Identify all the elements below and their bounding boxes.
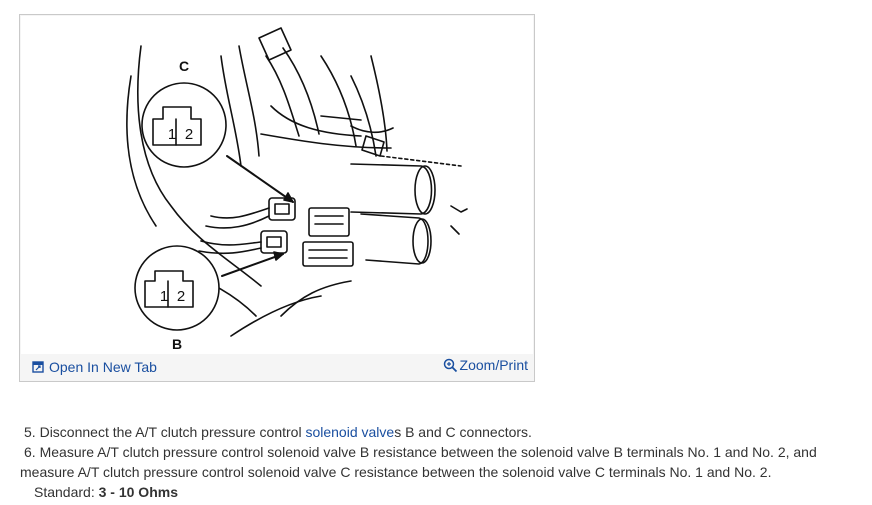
step-5-text-before: Disconnect the A/T clutch pressure contr…: [39, 424, 302, 440]
figure-container: C 1 2 B 1 2 Open In New Tab Zoom/Print: [19, 14, 535, 382]
figure-toolbar: Open In New Tab Zoom/Print: [20, 353, 534, 381]
instructions: 5. Disconnect the A/T clutch pressure co…: [20, 422, 860, 502]
zoom-print-link[interactable]: Zoom/Print: [443, 357, 528, 373]
open-in-new-tab-label: Open In New Tab: [49, 359, 157, 375]
standard-value: 3 - 10 Ohms: [98, 484, 178, 500]
step-5: 5. Disconnect the A/T clutch pressure co…: [20, 422, 860, 442]
zoom-print-label: Zoom/Print: [459, 357, 528, 373]
connector-b-pin-1: 1: [160, 288, 168, 305]
step-5-text-after: s B and C connectors.: [394, 424, 532, 440]
open-new-tab-icon: [32, 361, 44, 373]
label-b: B: [172, 336, 182, 352]
connector-b-pin-2: 2: [177, 288, 185, 305]
solenoid-valve-link[interactable]: solenoid valve: [305, 424, 395, 440]
step-6: 6. Measure A/T clutch pressure control s…: [20, 442, 860, 482]
open-in-new-tab-link[interactable]: Open In New Tab: [32, 359, 157, 375]
connector-c-pin-2: 2: [185, 126, 193, 143]
label-c: C: [179, 58, 189, 74]
solenoid-connector-diagram: C 1 2 B 1 2: [21, 16, 533, 354]
zoom-magnifier-icon: [443, 358, 457, 372]
step-6-number: 6.: [24, 444, 36, 460]
standard-line: Standard: 3 - 10 Ohms: [20, 482, 860, 502]
step-6-text: Measure A/T clutch pressure control sole…: [20, 444, 817, 480]
connector-c-pin-1: 1: [168, 126, 176, 143]
standard-label: Standard:: [34, 484, 95, 500]
step-5-number: 5.: [24, 424, 36, 440]
